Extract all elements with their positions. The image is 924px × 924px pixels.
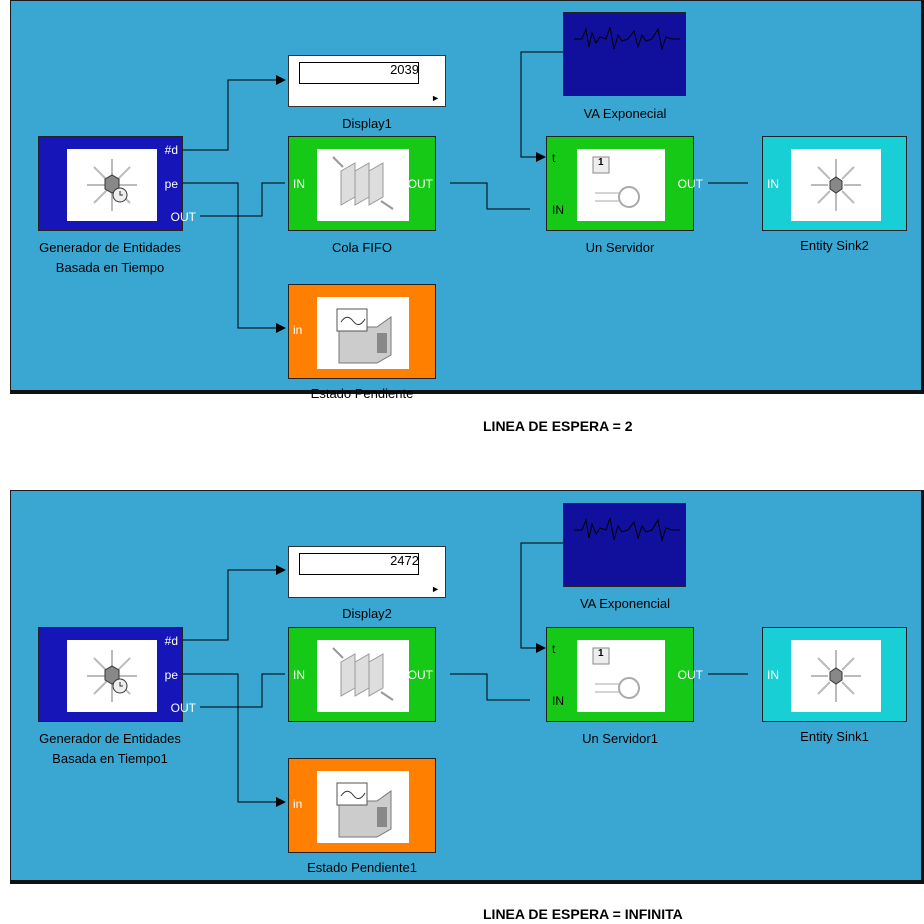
random-variable-label: VA Exponencial <box>579 596 671 611</box>
queue-port-out: OUT <box>407 668 433 682</box>
server-port-t: t <box>552 151 556 165</box>
random-variable-label: VA Exponecial <box>583 106 667 121</box>
generator-port-d: #d <box>164 634 178 648</box>
server-icon-number: 1 <box>598 157 604 168</box>
server-label: Un Servidor1 <box>582 731 658 746</box>
generator-block[interactable]: #d pe OUT <box>38 136 196 231</box>
entity-sink-icon <box>811 159 861 211</box>
entity-sink-icon <box>811 650 861 702</box>
server-block[interactable]: 1 t IN OUT <box>546 627 703 722</box>
generator-port-out: OUT <box>170 210 196 224</box>
queue-port-out: OUT <box>407 177 433 191</box>
pending-port-in: in <box>293 797 303 811</box>
display-arrow-icon: ► <box>431 93 440 103</box>
random-variable-block[interactable] <box>563 12 686 96</box>
pending-block[interactable]: in <box>288 758 436 853</box>
pending-port-in: in <box>293 323 303 337</box>
server-port-out: OUT <box>677 177 703 191</box>
queue-block[interactable]: IN OUT <box>288 627 436 722</box>
pending-label: Estado Pendiente1 <box>307 860 417 875</box>
server-label: Un Servidor <box>585 240 655 255</box>
noise-signal-icon <box>574 26 680 51</box>
server-port-out: OUT <box>677 668 703 682</box>
display-value-box <box>299 553 419 575</box>
queue-block[interactable]: IN OUT <box>288 136 436 231</box>
entity-generator-icon <box>87 650 137 702</box>
display-value-box <box>299 62 419 84</box>
queue-port-in: IN <box>293 177 305 191</box>
sink-label: Entity Sink1 <box>800 729 869 744</box>
model-caption-2: LINEA DE ESPERA = INFINITA <box>483 906 683 922</box>
display-arrow-icon: ► <box>431 584 440 594</box>
display-block[interactable]: 2039 ► <box>288 55 446 107</box>
server-port-t: t <box>552 642 556 656</box>
display-label: Display1 <box>342 116 392 131</box>
generator-port-out: OUT <box>170 701 196 715</box>
queue-label: Cola FIFO <box>332 240 392 255</box>
generator-port-pe: pe <box>164 668 178 682</box>
scope-instrument-icon <box>336 308 392 364</box>
sink-port-in: IN <box>767 668 779 682</box>
display-block[interactable]: 2472 ► <box>288 546 446 598</box>
sink-label: Entity Sink2 <box>800 238 869 253</box>
sink-block[interactable]: IN <box>762 136 907 231</box>
generator-label-line1: Generador de Entidades <box>39 731 181 746</box>
single-server-icon <box>592 647 640 699</box>
generator-port-d: #d <box>164 143 178 157</box>
server-icon-number: 1 <box>598 648 604 659</box>
model-caption-1: LINEA DE ESPERA = 2 <box>483 418 633 434</box>
noise-signal-icon <box>574 517 680 542</box>
sink-block[interactable]: IN <box>762 627 907 722</box>
queue-port-in: IN <box>293 668 305 682</box>
server-port-in: IN <box>552 694 564 708</box>
pending-label: Estado Pendiente <box>310 386 414 401</box>
generator-label-line1: Generador de Entidades <box>39 240 181 255</box>
server-port-in: IN <box>552 203 564 217</box>
sink-port-in: IN <box>767 177 779 191</box>
generator-label-line2: Basada en Tiempo <box>55 260 165 275</box>
generator-label-line2: Basada en Tiempo1 <box>52 751 168 766</box>
entity-generator-icon <box>87 159 137 211</box>
display-label: Display2 <box>342 606 392 621</box>
fifo-queue-icon <box>332 156 394 210</box>
fifo-queue-icon <box>332 647 394 701</box>
display-value: 2039 <box>390 62 419 77</box>
generator-block[interactable]: #d pe OUT <box>38 627 196 722</box>
single-server-icon <box>592 156 640 208</box>
server-block[interactable]: 1 t IN OUT <box>546 136 703 231</box>
generator-port-pe: pe <box>164 177 178 191</box>
display-value: 2472 <box>390 553 419 568</box>
scope-instrument-icon <box>336 782 392 838</box>
pending-block[interactable]: in <box>288 284 436 379</box>
random-variable-block[interactable] <box>563 503 686 587</box>
